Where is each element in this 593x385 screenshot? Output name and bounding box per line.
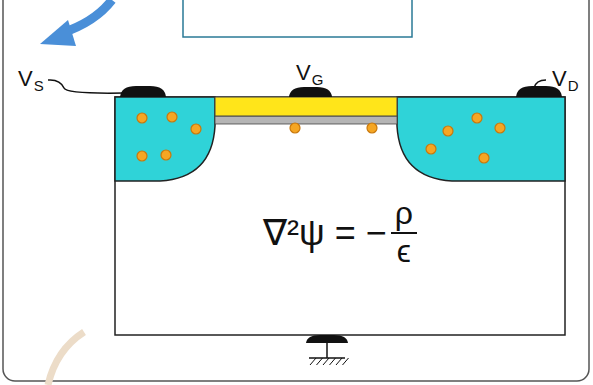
body-contact [306,335,348,343]
flow-curve [48,332,84,385]
ground-wire [326,343,328,358]
terminal-subscript: D [568,78,579,93]
fraction: ρϵ [391,197,417,268]
flow-arrow-head [40,20,76,46]
equation-text: ∇²ψ = − [263,212,387,254]
top-box [183,0,412,37]
ground-hatch [310,358,349,365]
terminal-label: V [552,68,567,90]
panel-frame [3,0,589,381]
electrons [137,112,505,163]
numerator: ρ [391,197,417,234]
source-contact [120,86,166,97]
drain-leader [534,80,546,88]
gate-metal [215,97,397,116]
drain-region [397,97,565,181]
source-leader [48,80,124,93]
substrate-region: ∇²ψ = −ρϵ [115,97,565,335]
source-region [115,97,215,181]
denominator: ϵ [393,234,415,269]
substrate [115,97,565,335]
terminal-label: V [18,68,33,90]
ground-symbol [309,357,345,359]
terminal-label: V [296,62,311,84]
terminal-subscript: S [34,78,44,93]
gate-oxide [215,116,397,124]
gate-contact [289,87,332,97]
poisson-equation: ∇²ψ = −ρϵ [263,197,417,268]
terminal-subscript: G [312,72,324,87]
